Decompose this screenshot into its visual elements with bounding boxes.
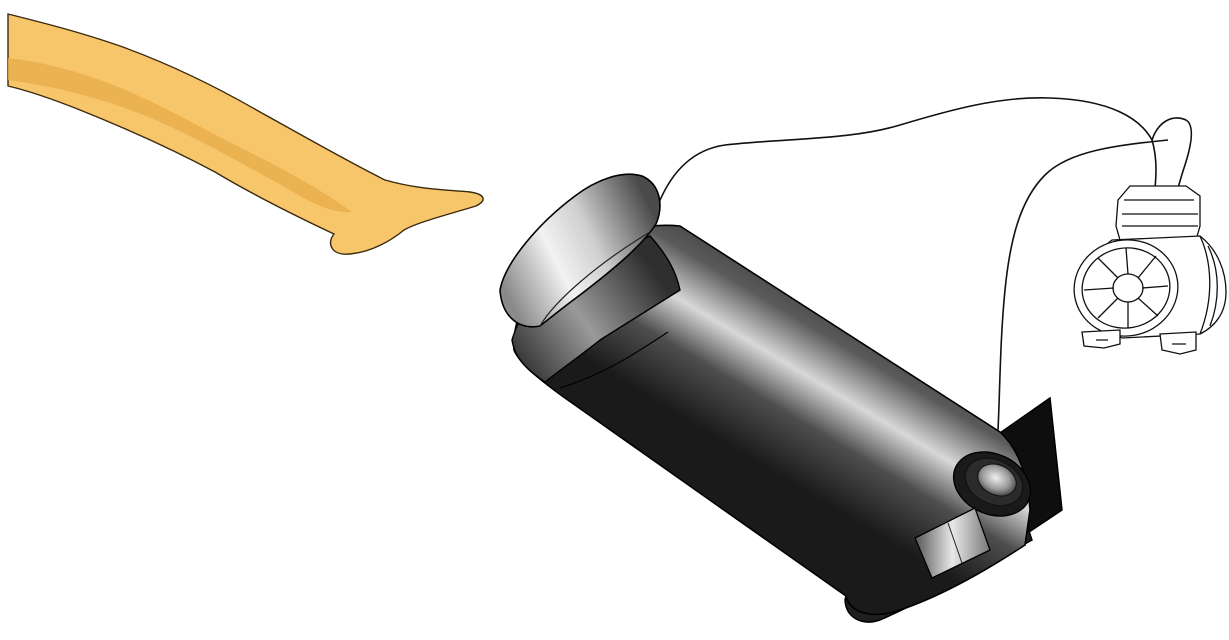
- pump-foot-right: [1160, 332, 1196, 354]
- pump-top-housing: [1116, 186, 1200, 240]
- leg-icon: [8, 14, 483, 254]
- cylinder-vessel-icon: [500, 174, 1062, 622]
- leg-shape: [8, 14, 483, 254]
- pump-foot-left: [1082, 330, 1120, 348]
- hose-loop: [1152, 118, 1191, 196]
- pump-icon: [1066, 186, 1226, 354]
- hose-upper: [658, 98, 1156, 205]
